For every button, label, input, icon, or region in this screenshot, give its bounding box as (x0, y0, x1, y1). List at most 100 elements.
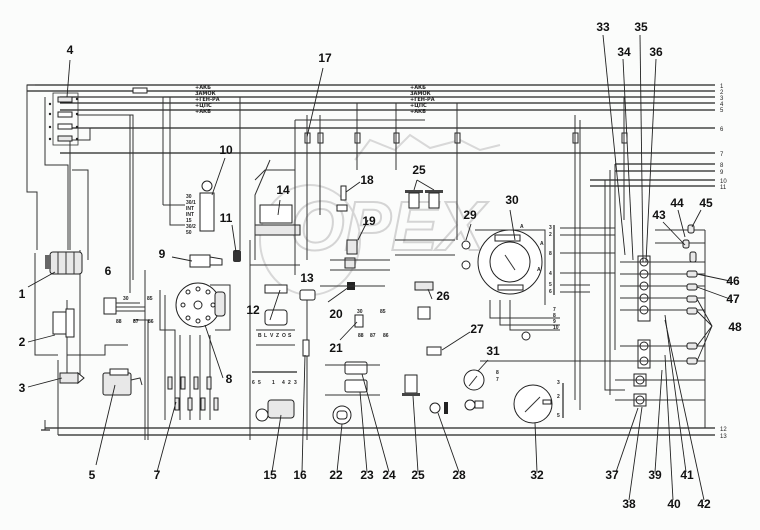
bus-label: +ЦПС (195, 103, 212, 109)
gauge-31: 8 7 (463, 369, 499, 411)
line-number: 3 (720, 96, 724, 102)
callout: 40 (667, 497, 681, 511)
callout: 4 (67, 43, 74, 57)
bus-label: +ГЕН-РА (195, 97, 220, 103)
callout: 17 (318, 51, 332, 65)
line-number: 9 (720, 170, 724, 176)
connector-terminal: V (270, 333, 274, 339)
bus-label: +АКБ (410, 85, 426, 91)
line-number: 2 (720, 90, 724, 96)
connector-terminal: 1 (272, 380, 275, 386)
connector-terminal: 5 (258, 380, 261, 386)
connector-12 (256, 284, 295, 346)
callout: 6 (105, 264, 112, 278)
lamps-29 (461, 240, 471, 270)
cluster-terminal: 9 (553, 319, 556, 325)
relay-terminal: 87 (133, 319, 139, 325)
relay-terminal: 30 (123, 296, 129, 302)
cluster-terminals: 3 2 8 4 5 6 7 8 9 10 (489, 225, 615, 331)
callout: 13 (300, 271, 314, 285)
callout-numbers: 4 1 2 3 5 6 7 8 9 10 11 12 13 14 15 16 1… (19, 20, 742, 511)
callout: 41 (680, 468, 694, 482)
connector-terminal: B (258, 333, 262, 339)
watermark-text: OPEX (290, 187, 489, 265)
wiper-motor (255, 399, 295, 422)
callout: 32 (530, 468, 544, 482)
bulbs-43-48 (682, 224, 698, 365)
fuses-17 (295, 97, 628, 410)
callout: 37 (605, 468, 619, 482)
line-number: 4 (720, 102, 724, 108)
callout: 27 (470, 322, 484, 336)
callout: 48 (728, 320, 742, 334)
ignition-coil (189, 254, 223, 268)
lamp-19 (330, 239, 390, 271)
connector-terminal: 4 (282, 380, 285, 386)
callout: 38 (622, 497, 636, 511)
callout: 33 (596, 20, 610, 34)
starter-relay (59, 371, 85, 385)
relay-terminal: 88 (116, 319, 122, 325)
connector-15-terminals: 6 5 1 4 2 3 (252, 371, 297, 386)
callout: 2 (19, 335, 26, 349)
switch-18 (336, 185, 348, 212)
callout: 18 (360, 173, 374, 187)
callout: 14 (276, 183, 290, 197)
cluster-terminal: 5 (549, 282, 552, 288)
switch-26 (414, 281, 434, 320)
callout: 39 (648, 468, 662, 482)
cluster-terminal: 6 (549, 289, 552, 295)
callout: 42 (697, 497, 711, 511)
fuse-inline (132, 87, 148, 94)
ignition-switch: 30 30/1 INT INT 15 30/2 50 (163, 97, 241, 250)
callout: 11 (220, 211, 233, 225)
cluster-terminal: 10 (553, 325, 559, 331)
ignition-terminal: INT (186, 212, 194, 218)
line-number: 10 (720, 179, 727, 185)
callout: 7 (154, 468, 161, 482)
cluster-mark: A (540, 241, 544, 247)
cluster-terminal: 8 (549, 251, 552, 257)
ignition-terminal: 30 (186, 194, 192, 200)
ignition-terminal: 50 (186, 230, 192, 236)
callout: 20 (329, 307, 343, 321)
callout: 24 (382, 468, 396, 482)
callout: 43 (652, 208, 666, 222)
callout: 15 (263, 468, 277, 482)
line-number: 13 (720, 434, 727, 440)
wiper-switch-group (249, 120, 301, 440)
sensor-25 (402, 374, 420, 396)
connector-terminal: L (264, 333, 267, 339)
bus-label: +АКБ (410, 109, 426, 115)
callout: 44 (670, 196, 684, 210)
callout: 46 (726, 274, 740, 288)
callout: 1 (19, 287, 26, 301)
bus-label: +ЦПС (410, 103, 427, 109)
connector-12-terminals: B L V Z O S (258, 333, 292, 339)
fuse-block (48, 92, 79, 146)
line-number: 1 (720, 84, 724, 90)
callout: 5 (89, 468, 96, 482)
relay-terminal: 85 (380, 309, 386, 315)
cluster-mark: A (520, 224, 524, 230)
instrument-cluster: A A A (475, 224, 546, 305)
relay-terminal: 87 (370, 333, 376, 339)
cluster-terminal: 8 (553, 313, 556, 319)
relay-terminal: 88 (358, 333, 364, 339)
fuse-11 (233, 250, 241, 262)
callout: 21 (329, 341, 343, 355)
callout: 12 (246, 303, 260, 317)
line-number: 7 (720, 152, 724, 158)
connector-terminal: O (282, 333, 286, 339)
gauge-terminal: 3 (557, 380, 560, 386)
bus-wire-labels: +АКБ ЗАМОК +ГЕН-РА +ЦПС +АКБ +АКБ ЗАМОК … (195, 85, 435, 115)
callout: 47 (726, 292, 740, 306)
connector-terminal: Z (276, 333, 279, 339)
connector-terminal: S (288, 333, 292, 339)
bus-label: +АКБ (195, 109, 211, 115)
bus-label: +ГЕН-РА (410, 97, 435, 103)
ignition-terminal: 30/1 (186, 200, 196, 206)
ignition-terminal: 15 (186, 218, 192, 224)
relay-21: 30 85 88 87 86 (354, 309, 389, 339)
